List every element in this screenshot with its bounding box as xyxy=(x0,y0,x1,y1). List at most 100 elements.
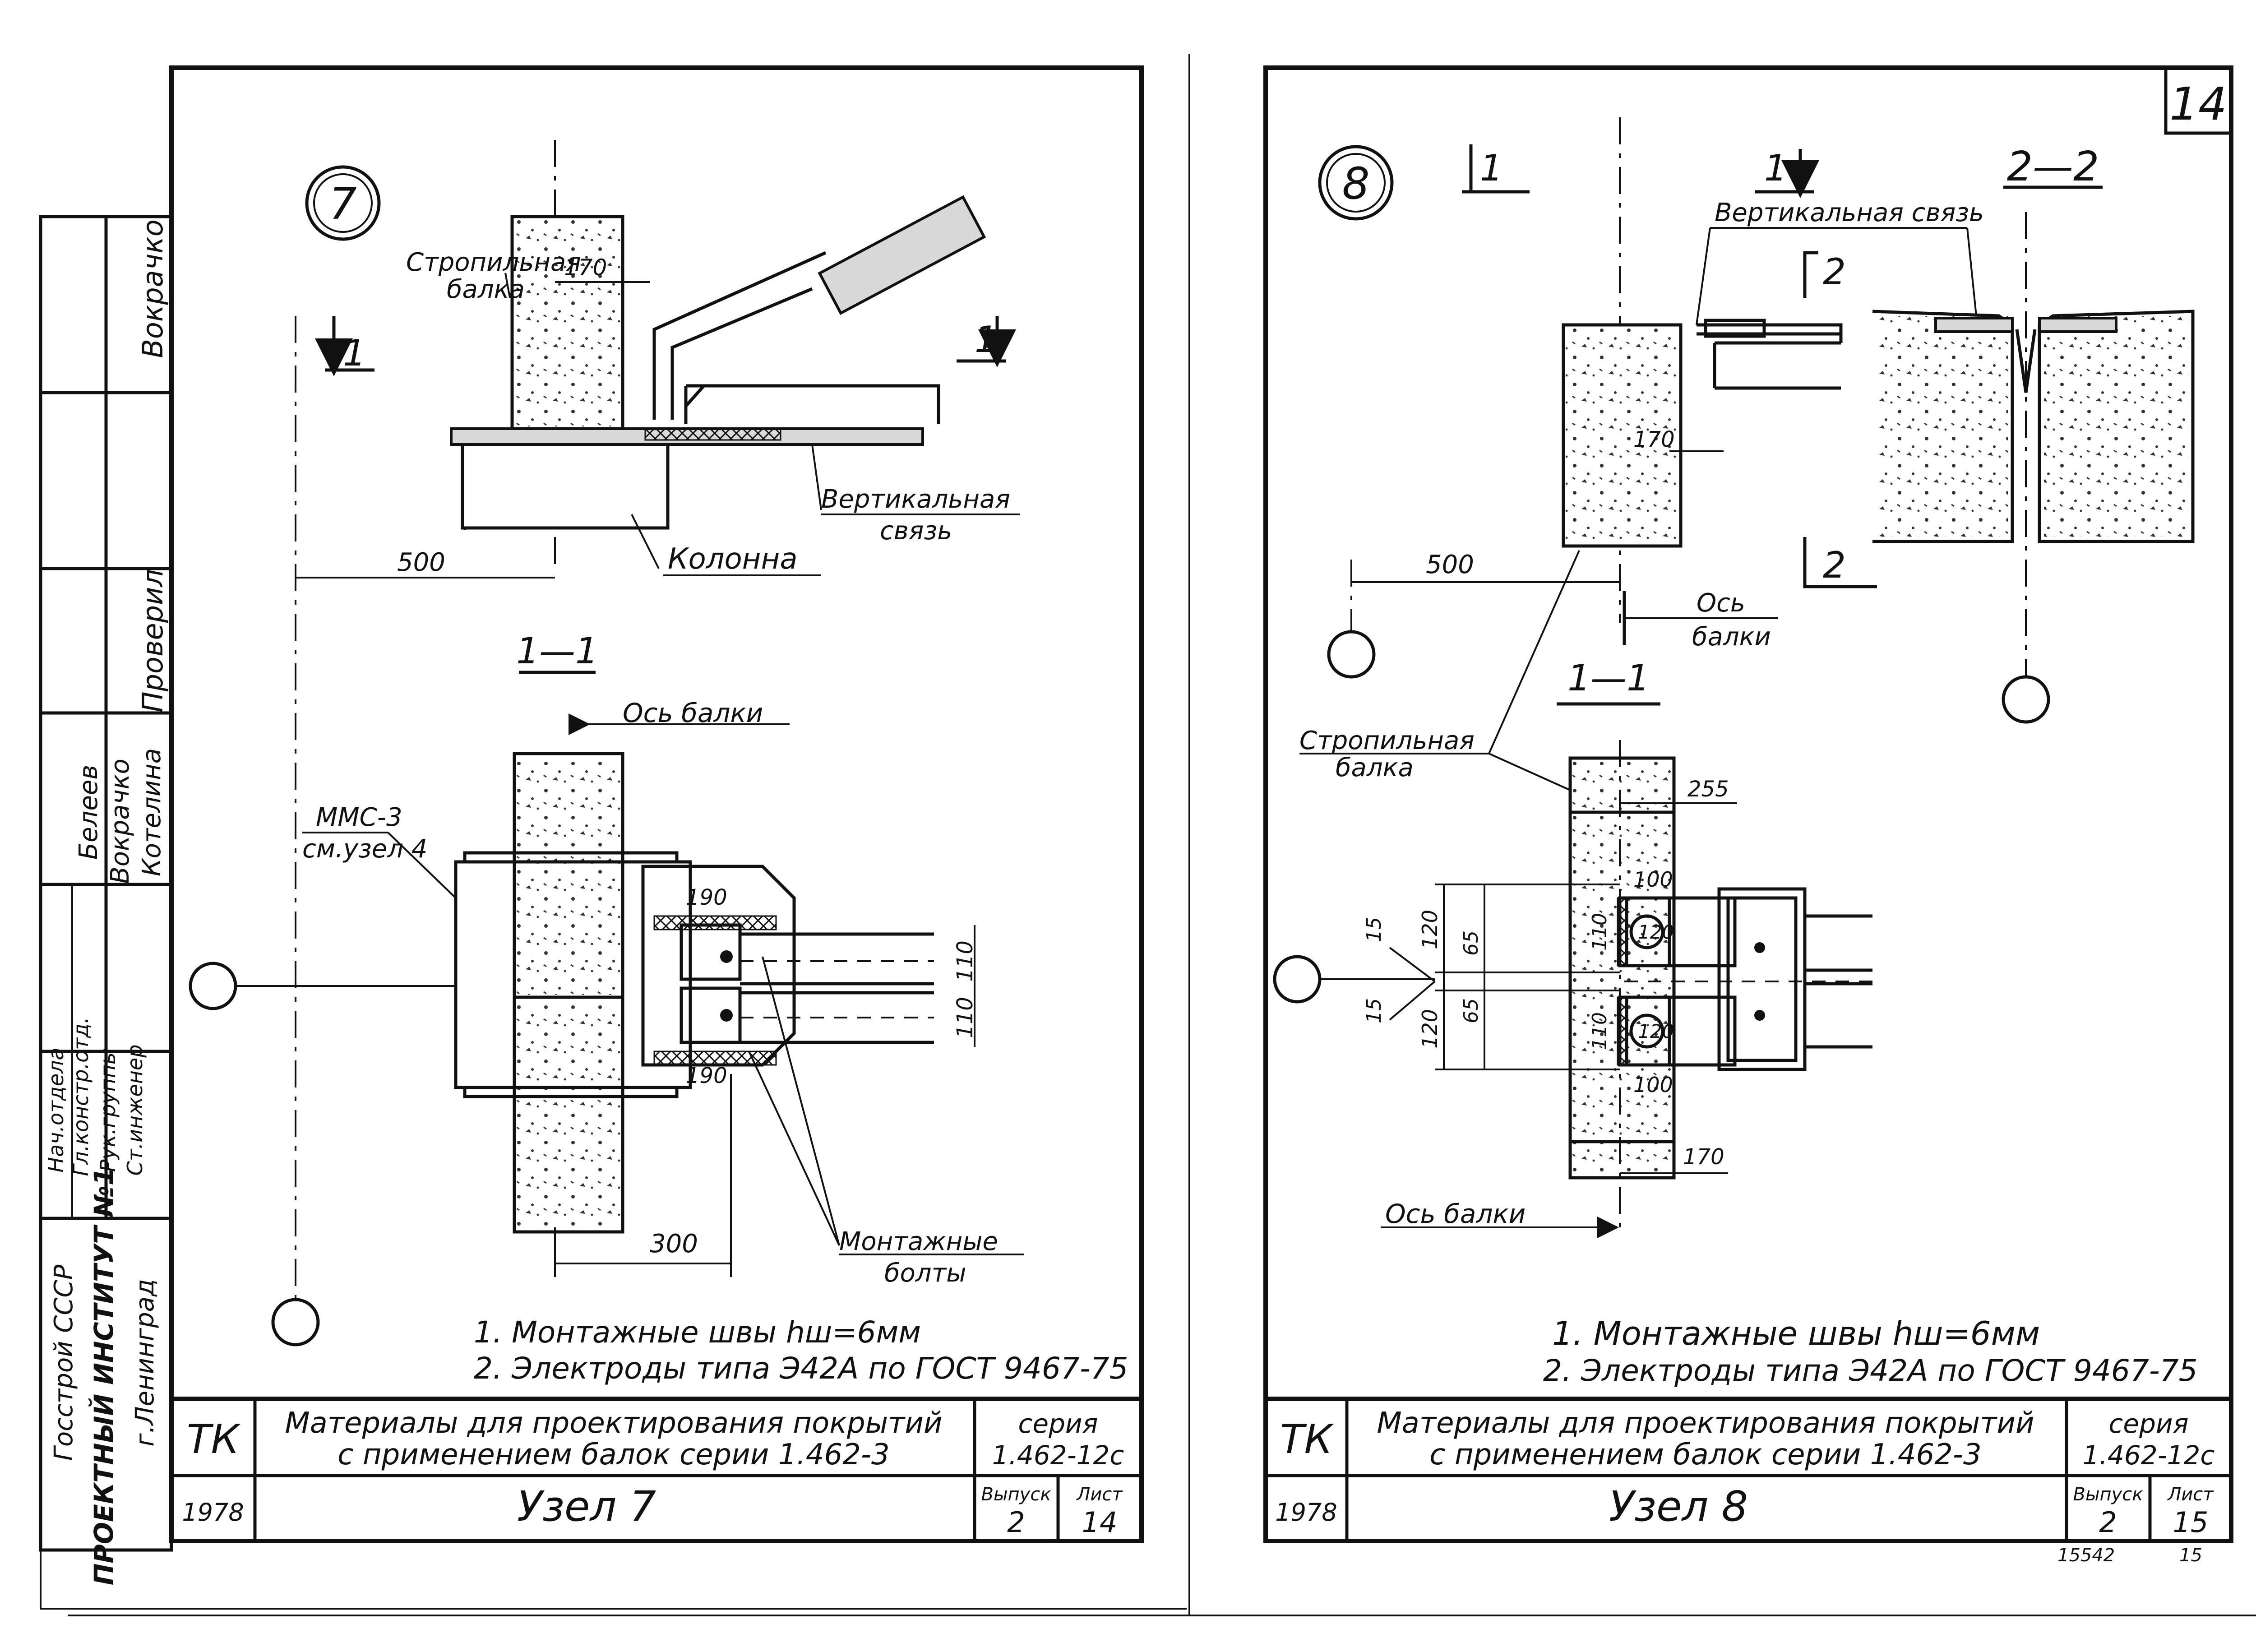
rafter-beam-label-1: Стропильная xyxy=(406,248,581,277)
cut-2-top: 2 xyxy=(1823,251,1846,293)
series-value: 1.462-12с xyxy=(992,1440,1124,1471)
dim-65a: 65 xyxy=(1460,930,1483,956)
dim-190b: 190 xyxy=(686,1063,727,1088)
section-11-label-right: 1—1 xyxy=(1567,657,1650,699)
bolts-label-2: болты xyxy=(884,1259,966,1288)
node-title-right: Узел 8 xyxy=(1609,1482,1748,1531)
stamp-org-3: г.Ленинград xyxy=(130,1279,160,1446)
issue-label: Выпуск xyxy=(981,1484,1051,1505)
dim-110a: 110 xyxy=(952,940,978,982)
stamp-name-0: Белеев xyxy=(74,765,103,860)
series-label-right: серия xyxy=(2109,1408,2189,1439)
dim-110a-right: 110 xyxy=(1588,913,1611,951)
stamp-role-1: Гл.констр.отд. xyxy=(69,1017,93,1176)
dim-15b: 15 xyxy=(1363,998,1386,1023)
beam-axis-label: Ось балки xyxy=(623,698,763,728)
node-number: 7 xyxy=(329,179,356,229)
mmc-label-2: см.узел 4 xyxy=(302,834,427,864)
year-right: 1978 xyxy=(1275,1498,1337,1527)
issue-value: 2 xyxy=(1007,1506,1025,1539)
sheet-value-right: 15 xyxy=(2173,1506,2209,1539)
section-label: 1—1 xyxy=(516,630,598,672)
beam-axis-1: Ось xyxy=(1697,588,1745,618)
note-2: 2. Электроды типа Э42А по ГОСТ 9467-75 xyxy=(474,1351,1128,1386)
dim-120d: 120 xyxy=(1638,1020,1674,1042)
dim-500-right: 500 xyxy=(1426,550,1474,579)
dim-190a: 190 xyxy=(686,885,727,910)
stamp-name-4: Вокрачко xyxy=(106,759,135,884)
dim-170-bottom: 170 xyxy=(1683,1144,1724,1170)
dim-110b: 110 xyxy=(952,997,978,1038)
rafter-label-2: балка xyxy=(1336,753,1414,782)
description-right-2: с применением балок серии 1.462-3 xyxy=(1429,1438,1981,1472)
node-7-section: 1—1 Ось балки 110 110 190 190 ММС-3 см.у… xyxy=(189,630,1024,1347)
stamp-org-2: ПРОЕКТНЫЙ ИНСТИТУТ №1 xyxy=(88,1167,119,1585)
left-notes: 1. Монтажные швы hш=6мм 2. Электроды тип… xyxy=(474,1315,1128,1386)
issue-label-right: Выпуск xyxy=(2073,1484,2143,1505)
dim-65b: 65 xyxy=(1460,998,1483,1023)
description-right-1: Материалы для проектирования покрытий xyxy=(1377,1407,2034,1440)
sheet-right-frame xyxy=(1263,65,2233,1543)
year: 1978 xyxy=(182,1498,244,1527)
dim-120a: 120 xyxy=(1418,910,1442,949)
rafter-label-1: Стропильная xyxy=(1299,726,1475,755)
dim-15a: 15 xyxy=(1363,917,1386,942)
dim-300: 300 xyxy=(650,1229,698,1259)
node-8-section: Стропильная балка 1—1 255 100 100 120 xyxy=(1273,550,1872,1238)
tk-label-right: ТК xyxy=(1280,1416,1334,1462)
sheet-left-frame xyxy=(169,65,1144,1543)
node-8-elevation: 8 1 1 2—2 Вертикальная связь 2 2 170 500 xyxy=(1318,117,2195,724)
beam-axis-bottom: Ось балки xyxy=(1385,1199,1526,1229)
stamp-role-2: Рук.группы xyxy=(96,1048,120,1172)
cut-mark-left: 1 xyxy=(343,332,366,374)
cut-2-bottom: 2 xyxy=(1823,544,1846,586)
vertical-brace-label: Вертикальная связь xyxy=(1715,198,1984,227)
stamp-name-2: Котелина xyxy=(137,748,166,876)
page-number: 14 xyxy=(2169,78,2227,130)
beam-axis-2: балки xyxy=(1692,622,1771,652)
footer-page: 15 xyxy=(2179,1545,2202,1566)
stamp-checked: Проверил xyxy=(136,569,169,713)
bolts-label-1: Монтажные xyxy=(839,1227,998,1256)
sheet-value: 14 xyxy=(1082,1506,1118,1539)
cut-1-top: 1 xyxy=(1764,147,1787,189)
footer-code: 15542 xyxy=(2057,1545,2115,1566)
stamp-role-3: Ст.инженер xyxy=(123,1045,147,1176)
dim-110b-right: 110 xyxy=(1588,1012,1611,1050)
sheet-label: Лист xyxy=(1076,1484,1123,1505)
stamp-role-0: Нач.отдела xyxy=(44,1047,68,1172)
node-number-8: 8 xyxy=(1342,158,1369,209)
dim-500: 500 xyxy=(397,548,445,577)
right-notes: 1. Монтажные швы hш=6мм 2. Электроды тип… xyxy=(1543,1314,2198,1388)
dim-170: 170 xyxy=(564,255,607,281)
dim-170-right: 170 xyxy=(1633,427,1675,452)
note-1: 1. Монтажные швы hш=6мм xyxy=(474,1315,921,1350)
rafter-beam-label-2: балка xyxy=(447,275,525,304)
series-value-right: 1.462-12с xyxy=(2083,1440,2215,1471)
dim-100a: 100 xyxy=(1633,867,1673,892)
description-line-1: Материалы для проектирования покрытий xyxy=(285,1407,942,1440)
node-7-elevation: 7 Стропильная балка 170 1 1 xyxy=(295,140,1020,1300)
issue-value-right: 2 xyxy=(2099,1506,2117,1539)
cut-mark-right: 1 xyxy=(975,319,998,361)
series-label: серия xyxy=(1018,1408,1098,1439)
node-title: Узел 7 xyxy=(517,1482,656,1531)
brace-label-1: Вертикальная xyxy=(821,485,1010,514)
description-line-2: с применением балок серии 1.462-3 xyxy=(337,1438,889,1472)
stamp-name-1: Вокрачко xyxy=(136,219,169,358)
note-2-right: 2. Электроды типа Э42А по ГОСТ 9467-75 xyxy=(1543,1353,2198,1388)
cut-1-left: 1 xyxy=(1480,147,1503,189)
stamp-org-1: Госстрой СССР xyxy=(49,1264,79,1461)
brace-label-2: связь xyxy=(880,516,952,546)
tk-label: ТК xyxy=(187,1416,241,1462)
dim-120c: 120 xyxy=(1638,921,1674,943)
column-label: Колонна xyxy=(668,542,798,576)
right-title-block: ТК 1978 Материалы для проектирования пок… xyxy=(1275,1407,2214,1566)
section-22-label: 2—2 xyxy=(2007,143,2099,190)
dim-100b: 100 xyxy=(1633,1073,1673,1097)
dim-255: 255 xyxy=(1687,777,1729,802)
side-stamp: Вокрачко Проверил Белеев Вокрачко Котели… xyxy=(39,215,173,1585)
note-1-right: 1. Монтажные швы hш=6мм xyxy=(1552,1314,2040,1352)
mmc-label-1: ММС-3 xyxy=(316,803,402,832)
